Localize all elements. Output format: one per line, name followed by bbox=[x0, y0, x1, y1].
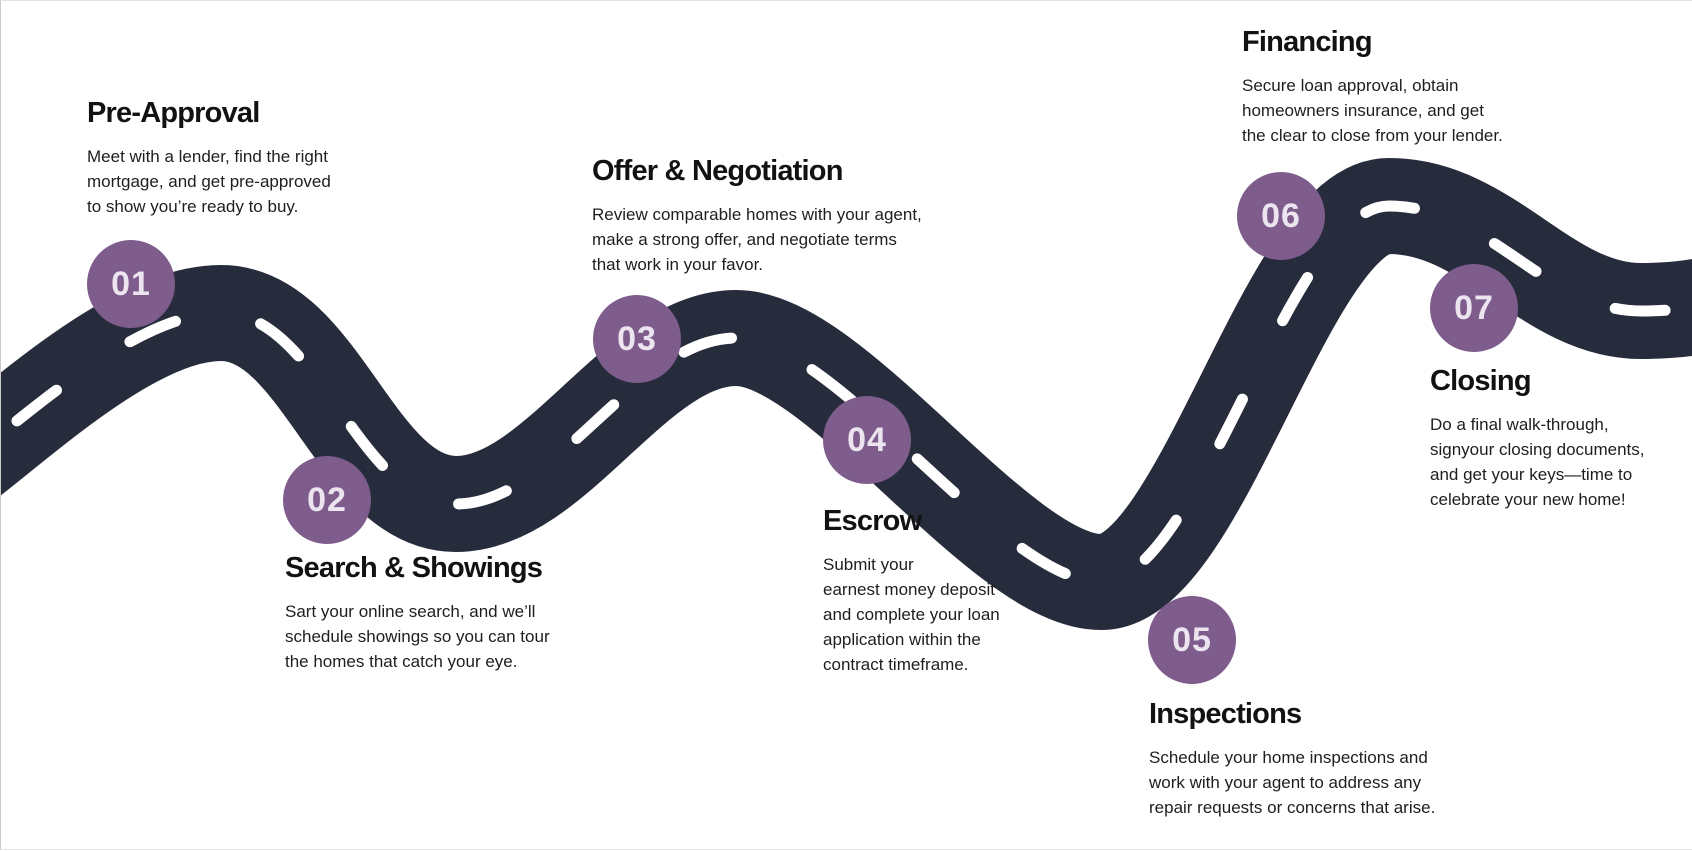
step-description: Sart your online search, and we’ll sched… bbox=[285, 602, 550, 672]
step-description: Meet with a lender, find the right mortg… bbox=[87, 147, 331, 217]
step-block-offer-negotiation: Offer & Negotiation Review comparable ho… bbox=[592, 155, 972, 277]
step-number: 05 bbox=[1172, 620, 1212, 659]
step-description: Do a final walk-through, signyour closin… bbox=[1430, 415, 1645, 510]
step-title: Financing bbox=[1242, 26, 1373, 58]
step-block-search-showings: Search & Showings Sart your online searc… bbox=[285, 552, 585, 674]
step-marker-03: 03 bbox=[593, 295, 681, 383]
step-title: Escrow bbox=[823, 505, 922, 537]
step-block-financing: Financing Secure loan approval, obtain h… bbox=[1242, 26, 1542, 148]
step-block-inspections: Inspections Schedule your home inspectio… bbox=[1149, 698, 1479, 820]
step-block-pre-approval: Pre-Approval Meet with a lender, find th… bbox=[87, 97, 377, 219]
step-title: Inspections bbox=[1149, 698, 1302, 730]
step-description: Submit your earnest money deposit and co… bbox=[823, 555, 1000, 675]
step-title: Search & Showings bbox=[285, 552, 543, 584]
step-block-closing: Closing Do a final walk-through, signyou… bbox=[1430, 365, 1690, 512]
step-description: Schedule your home inspections and work … bbox=[1149, 748, 1436, 818]
step-marker-02: 02 bbox=[283, 456, 371, 544]
step-number: 01 bbox=[111, 264, 151, 303]
step-number: 06 bbox=[1261, 196, 1301, 235]
step-description: Review comparable homes with your agent,… bbox=[592, 205, 922, 275]
step-title: Offer & Negotiation bbox=[592, 155, 843, 187]
step-marker-06: 06 bbox=[1237, 172, 1325, 260]
step-block-escrow: Escrow Submit your earnest money deposit… bbox=[823, 505, 1033, 677]
step-marker-05: 05 bbox=[1148, 596, 1236, 684]
step-marker-01: 01 bbox=[87, 240, 175, 328]
step-description: Secure loan approval, obtain homeowners … bbox=[1242, 76, 1503, 146]
step-number: 07 bbox=[1454, 288, 1494, 327]
step-number: 03 bbox=[617, 319, 657, 358]
step-number: 04 bbox=[847, 420, 887, 459]
step-marker-04: 04 bbox=[823, 396, 911, 484]
step-title: Pre-Approval bbox=[87, 97, 260, 129]
step-title: Closing bbox=[1430, 365, 1532, 397]
step-marker-07: 07 bbox=[1430, 264, 1518, 352]
step-number: 02 bbox=[307, 480, 347, 519]
